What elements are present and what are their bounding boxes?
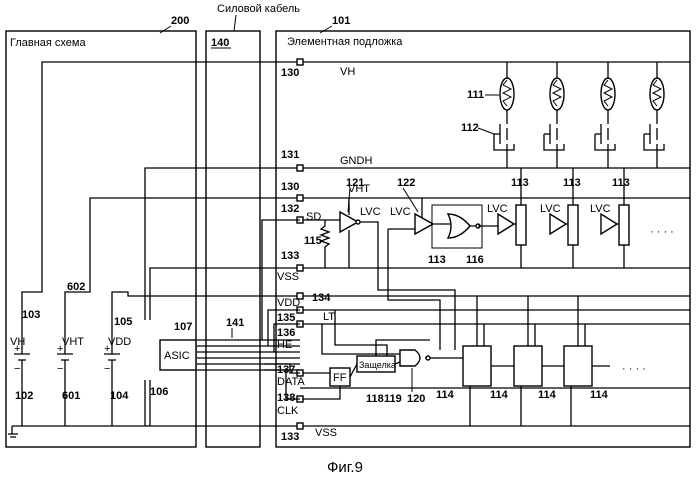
svg-text:115: 115 bbox=[304, 235, 322, 247]
svg-text:−: − bbox=[14, 363, 20, 375]
svg-text:LT: LT bbox=[323, 311, 335, 323]
svg-text:111: 111 bbox=[467, 89, 484, 101]
main-circuit-panel bbox=[6, 31, 196, 447]
svg-text:112: 112 bbox=[461, 122, 479, 134]
svg-text:103: 103 bbox=[22, 309, 40, 321]
svg-text:114: 114 bbox=[590, 389, 609, 401]
svg-text:114: 114 bbox=[436, 389, 455, 401]
svg-text:113: 113 bbox=[563, 177, 581, 189]
main-circuit-number: 200 bbox=[171, 15, 189, 27]
svg-text:119: 119 bbox=[384, 393, 402, 405]
svg-text:120: 120 bbox=[407, 393, 425, 405]
svg-text:130: 130 bbox=[281, 67, 299, 79]
svg-text:VH: VH bbox=[340, 66, 355, 78]
svg-text:134: 134 bbox=[312, 292, 331, 304]
svg-text:−: − bbox=[57, 363, 63, 375]
svg-text:121: 121 bbox=[346, 177, 364, 189]
svg-text:−: − bbox=[104, 363, 110, 375]
svg-text:133: 133 bbox=[281, 250, 299, 262]
svg-text:+: + bbox=[14, 343, 20, 355]
power-cable-number: 140 bbox=[211, 37, 229, 49]
svg-text:107: 107 bbox=[174, 321, 192, 333]
svg-text:· · · ·: · · · · bbox=[622, 363, 646, 375]
substrate-title: Элементная подложка bbox=[287, 36, 403, 48]
svg-text:104: 104 bbox=[110, 390, 129, 402]
svg-text:Защелка: Защелка bbox=[359, 360, 396, 370]
svg-text:+: + bbox=[104, 343, 110, 355]
svg-text:135: 135 bbox=[277, 312, 295, 324]
svg-text:133: 133 bbox=[281, 431, 299, 443]
svg-text:113: 113 bbox=[612, 177, 630, 189]
svg-text:VHT: VHT bbox=[62, 336, 84, 348]
svg-text:132: 132 bbox=[281, 203, 299, 215]
svg-text:114: 114 bbox=[490, 389, 509, 401]
svg-text:DATA: DATA bbox=[277, 376, 305, 388]
svg-text:· · · ·: · · · · bbox=[650, 226, 674, 238]
svg-text:113: 113 bbox=[511, 177, 529, 189]
svg-text:VSS: VSS bbox=[315, 427, 337, 439]
svg-text:LVC: LVC bbox=[360, 206, 381, 218]
svg-text:602: 602 bbox=[67, 281, 85, 293]
substrate-number: 101 bbox=[332, 15, 350, 27]
svg-text:CLK: CLK bbox=[277, 405, 299, 417]
svg-text:LVC: LVC bbox=[390, 206, 411, 218]
svg-text:GNDH: GNDH bbox=[340, 155, 372, 167]
svg-text:136: 136 bbox=[277, 327, 295, 339]
svg-text:VSS: VSS bbox=[277, 271, 299, 283]
svg-text:+: + bbox=[57, 343, 63, 355]
svg-text:131: 131 bbox=[281, 149, 299, 161]
main-circuit-title: Главная схема bbox=[10, 37, 86, 49]
svg-text:122: 122 bbox=[397, 177, 415, 189]
svg-text:105: 105 bbox=[114, 316, 132, 328]
svg-text:141: 141 bbox=[226, 317, 244, 329]
svg-text:102: 102 bbox=[15, 390, 33, 402]
svg-text:HE: HE bbox=[277, 339, 292, 351]
svg-text:SD: SD bbox=[306, 211, 321, 223]
svg-text:601: 601 bbox=[62, 390, 80, 402]
svg-text:LVC: LVC bbox=[540, 203, 561, 215]
svg-text:106: 106 bbox=[150, 386, 168, 398]
svg-text:114: 114 bbox=[538, 389, 557, 401]
figure-caption: Фиг.9 bbox=[327, 459, 363, 476]
power-cable-label: Силовой кабель bbox=[217, 3, 300, 15]
svg-text:ASIC: ASIC bbox=[164, 350, 190, 362]
svg-text:VDD: VDD bbox=[108, 336, 131, 348]
svg-text:130: 130 bbox=[281, 181, 299, 193]
svg-text:118: 118 bbox=[366, 393, 384, 405]
power-cable-panel bbox=[206, 31, 260, 447]
svg-text:113: 113 bbox=[428, 254, 446, 266]
svg-text:116: 116 bbox=[466, 254, 484, 266]
svg-text:FF: FF bbox=[333, 372, 347, 384]
